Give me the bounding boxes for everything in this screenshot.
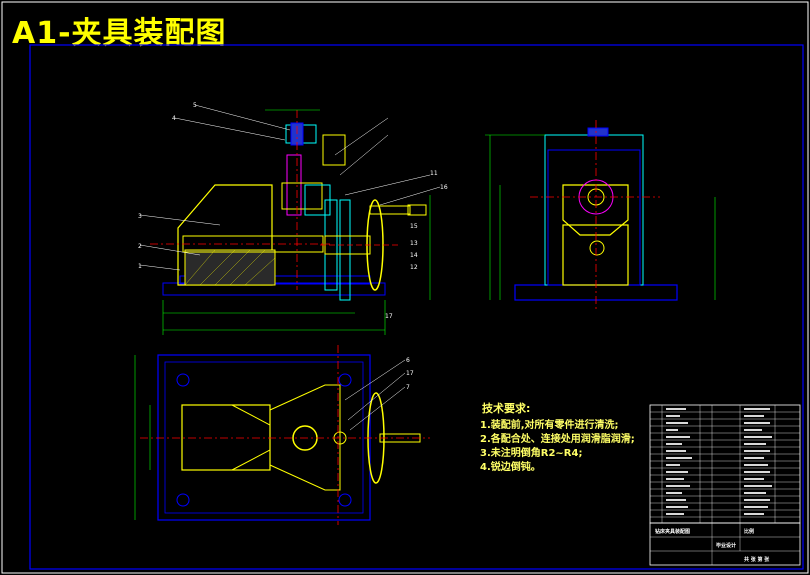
callout-7: 7	[406, 384, 410, 391]
tech-req-item-3: 3.未注明倒角R2~R4;	[480, 446, 582, 459]
callout-3: 3	[138, 213, 142, 220]
callout-11: 11	[430, 170, 438, 177]
callout-17b: 17	[406, 370, 414, 377]
callout-14: 14	[410, 252, 418, 259]
drawing-name: 钻床夹具装配图	[655, 528, 690, 535]
tech-req-item-1: 1.装配前,对所有零件进行清洗;	[480, 418, 619, 431]
callout-12: 12	[410, 264, 418, 271]
bill-of-materials	[649, 404, 801, 524]
tech-req-heading: 技术要求:	[482, 401, 530, 415]
callout-15: 15	[410, 223, 418, 230]
top-callouts: 6 17 7	[406, 357, 414, 391]
callout-16: 16	[440, 184, 448, 191]
callout-1: 1	[138, 263, 142, 270]
title-block: 钻床夹具装配图 毕业设计 比例 共 张 第 张	[649, 522, 801, 566]
design-label: 毕业设计	[716, 542, 736, 549]
scale-label: 比例	[744, 528, 754, 535]
callout-13: 13	[410, 240, 418, 247]
side-view	[485, 120, 716, 310]
front-view: 5 4 3 2 1 11 16 15 13 14 12 17	[138, 102, 448, 335]
callout-4: 4	[172, 115, 176, 122]
callout-5: 5	[193, 102, 197, 109]
sheet-label: 共 张 第 张	[744, 556, 770, 563]
tech-req-item-4: 4.锐边倒钝。	[480, 460, 541, 473]
drawing-frame	[29, 44, 804, 570]
callout-6: 6	[406, 357, 410, 364]
technical-requirements: 技术要求: 1.装配前,对所有零件进行清洗; 2.各配合处、连接处用润滑脂润滑;…	[480, 401, 635, 473]
tech-req-item-2: 2.各配合处、连接处用润滑脂润滑;	[480, 432, 635, 445]
callout-2: 2	[138, 243, 142, 250]
top-view: 6 17 7	[134, 345, 430, 525]
front-callouts: 5 4 3 2 1 11 16 15 13 14 12 17	[138, 102, 448, 320]
callout-17: 17	[385, 313, 393, 320]
